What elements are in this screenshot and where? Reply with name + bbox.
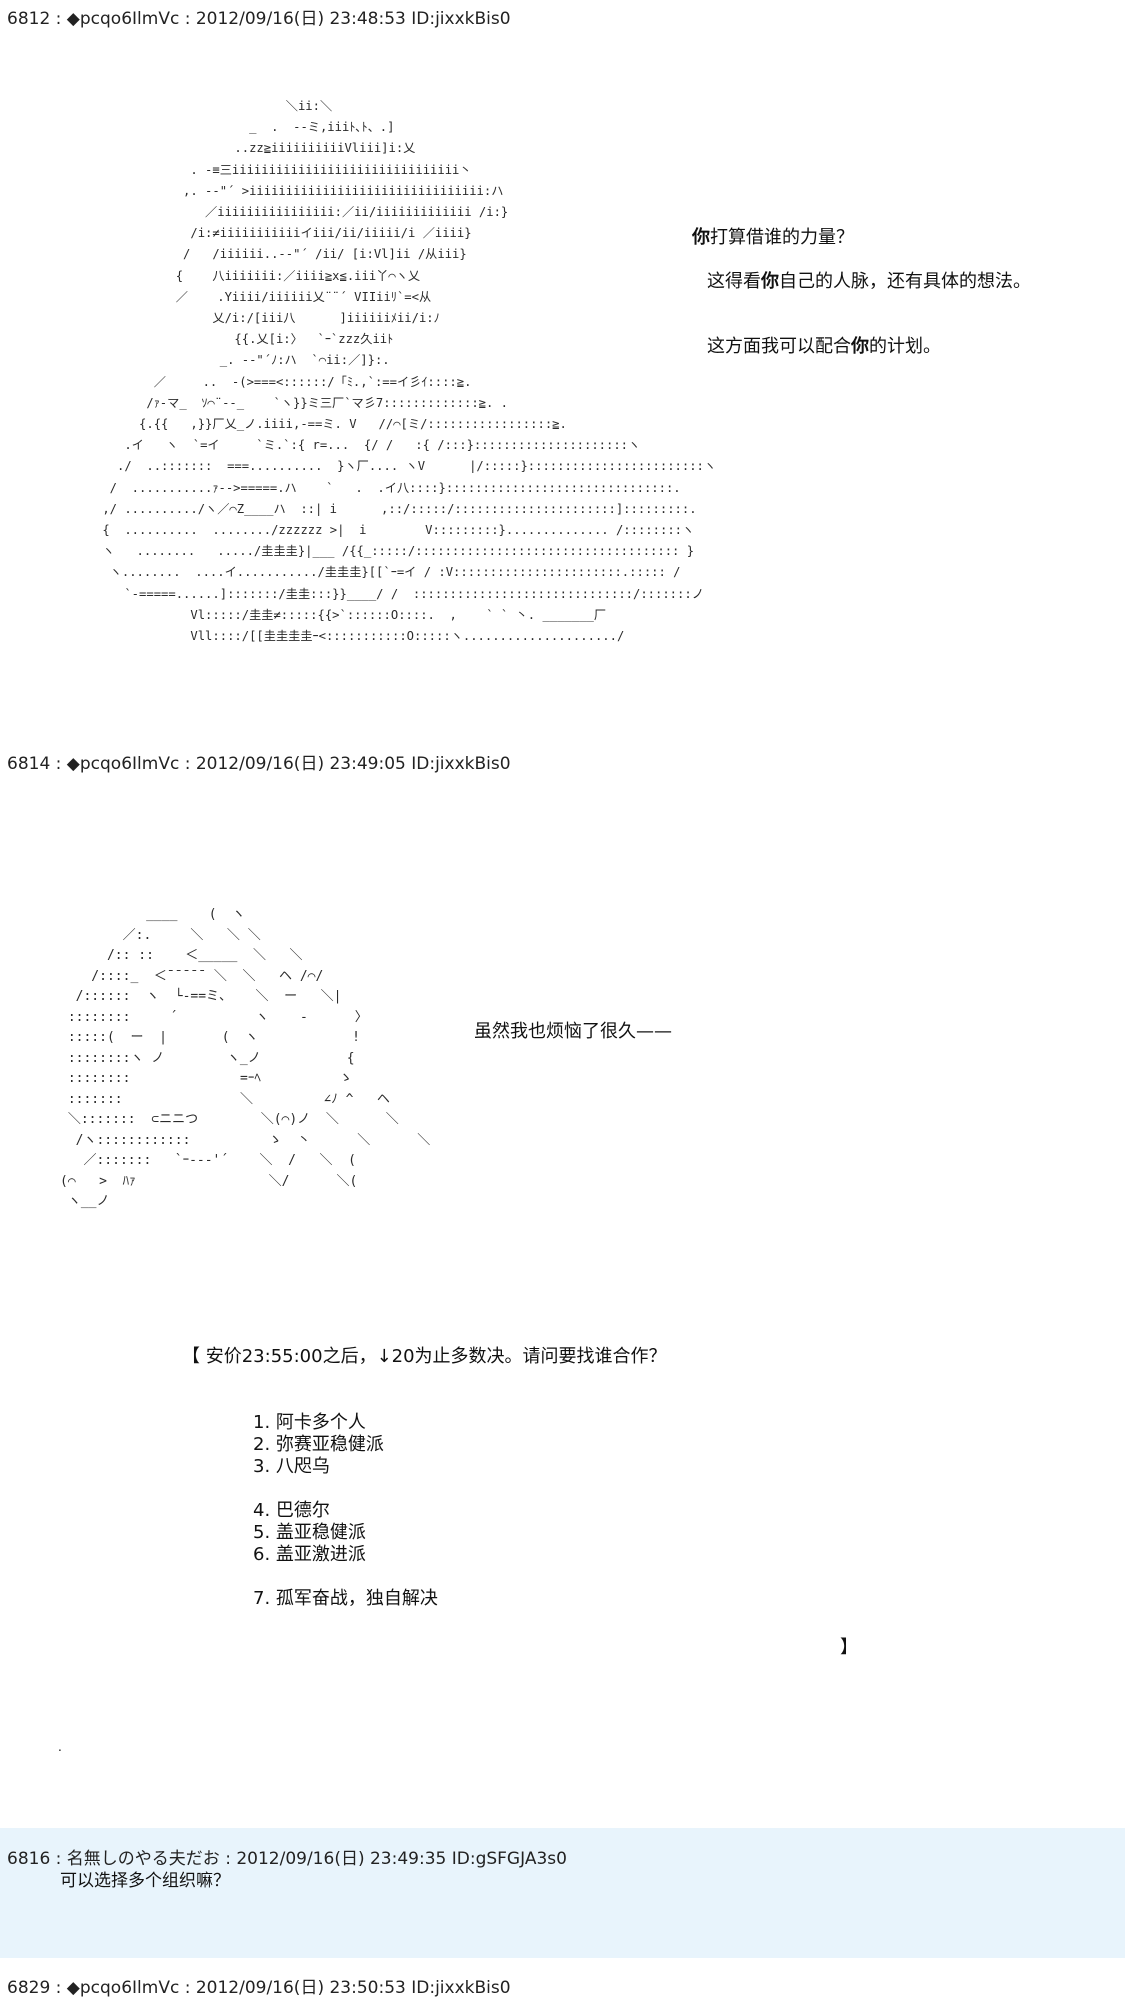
ascii-art-character: ____ ( ヽ ／:. ＼ ＼ ＼ /:: :: ＜_____ ＼ ＼ /::…	[60, 907, 431, 1209]
choice-item: 1. 阿卡多个人	[253, 1412, 366, 1433]
choice-item: 5. 盖亚稳健派	[253, 1522, 366, 1543]
post-header: 6812 : ◆pcqo6IlmVc : 2012/09/16(日) 23:48…	[7, 9, 511, 29]
dialogue-line-2: 这得看你自己的人脉，还有具体的想法。	[707, 270, 1031, 294]
anon-reply-background	[0, 1828, 1125, 1958]
choice-item: 4. 巴德尔	[253, 1500, 330, 1521]
choice-item: 6. 盖亚激进派	[253, 1544, 366, 1565]
dialogue-emphasis: 你	[851, 336, 869, 357]
choice-list: 1. 阿卡多个人 2. 弥赛亚稳健派 3. 八咫乌 4. 巴德尔 5. 盖亚稳健…	[253, 1412, 438, 1610]
dialogue-text: 这方面我可以配合	[707, 336, 851, 357]
reply-text: 可以选择多个组织嘛？	[60, 1871, 230, 1891]
closing-bracket: 】	[840, 1637, 858, 1658]
dialogue-line-1: 你打算借谁的力量？	[692, 226, 854, 250]
vote-prompt: 【 安价23:55:00之后，↓20为止多数决。请问要找谁合作？	[182, 1346, 667, 1367]
trailing-dot: .	[58, 1740, 62, 1754]
dialogue-emphasis: 你	[692, 227, 710, 248]
choice-item: 2. 弥赛亚稳健派	[253, 1434, 384, 1455]
dialogue-line-3: 这方面我可以配合你的计划。	[707, 335, 941, 359]
ascii-art-character: ＼ii:＼ _ . --ミ,iiiﾄ､ﾄ、.] ..zz≧iiiiiiiiiiV…	[102, 99, 717, 644]
dialogue-emphasis: 你	[761, 271, 779, 292]
choice-item: 3. 八咫乌	[253, 1456, 330, 1477]
dialogue-text: 的计划。	[869, 336, 941, 357]
post-header: 6816 : 名無しのやる夫だお : 2012/09/16(日) 23:49:3…	[7, 1849, 567, 1869]
choice-item: 7. 孤军奋战，独自解决	[253, 1588, 438, 1609]
dialogue-text: 自己的人脉，还有具体的想法。	[779, 271, 1031, 292]
narration-line: 虽然我也烦恼了很久——	[474, 1021, 672, 1042]
post-header: 6829 : ◆pcqo6IlmVc : 2012/09/16(日) 23:50…	[7, 1978, 511, 1998]
dialogue-text: 打算借谁的力量？	[710, 227, 854, 248]
post-header: 6814 : ◆pcqo6IlmVc : 2012/09/16(日) 23:49…	[7, 754, 511, 774]
dialogue-text: 这得看	[707, 271, 761, 292]
